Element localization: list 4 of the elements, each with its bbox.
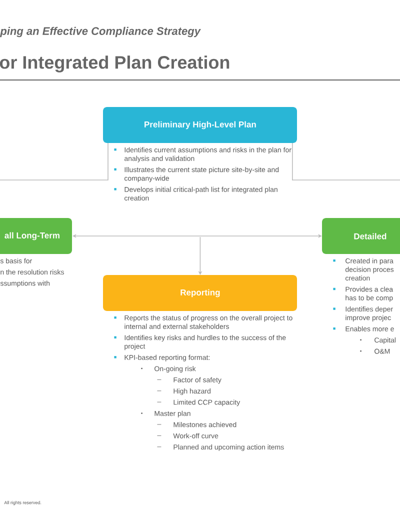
connector — [292, 142, 400, 180]
connector — [0, 142, 108, 180]
subtitle: ping an Effective Compliance Strategy — [0, 26, 201, 38]
title: or Integrated Plan Creation — [0, 56, 230, 72]
